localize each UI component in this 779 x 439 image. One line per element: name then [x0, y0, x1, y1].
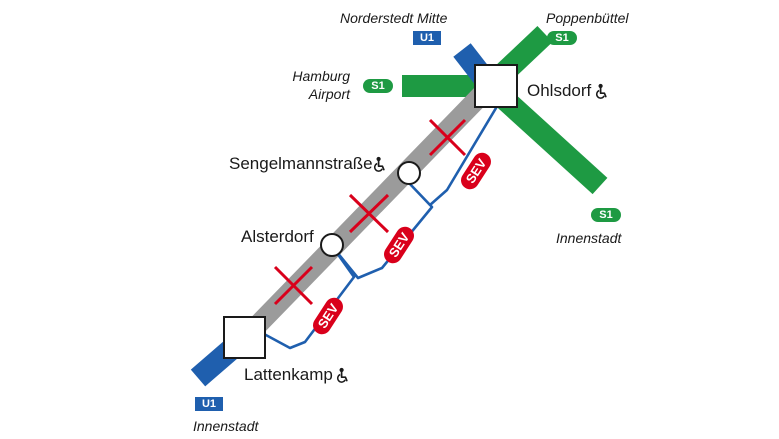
sev-bus-route: [252, 97, 504, 350]
s1-badge-innenstadt: S1: [591, 208, 621, 222]
wheelchair-icon: [336, 367, 348, 383]
s1-badge-airport: S1: [363, 79, 393, 93]
sev-badge-alsterdorf-lattenkamp: SEV: [313, 297, 343, 335]
station-label-sengelmannstrasse: Sengelmannstraße: [229, 154, 373, 173]
svg-text:S1: S1: [371, 80, 384, 92]
station-label-alsterdorf: Alsterdorf: [241, 227, 314, 246]
svg-text:S1: S1: [599, 209, 612, 221]
closure-mark-sengelmannstrasse-alsterdorf: [348, 193, 390, 234]
svg-text:U1: U1: [202, 398, 216, 410]
s1-badge-poppenbuettel: S1: [547, 31, 577, 45]
station-label-lattenkamp: Lattenkamp: [244, 365, 333, 384]
station-label-ohlsdorf: Ohlsdorf: [527, 81, 592, 100]
destination-poppenbuettel: Poppenbüttel: [546, 10, 629, 26]
svg-text:S1: S1: [555, 32, 568, 44]
u1-badge-innenstadt: U1: [195, 397, 223, 411]
sev-badge-ohlsdorf-sengelmannstrasse: SEV: [461, 152, 491, 190]
wheelchair-icon: [595, 83, 607, 99]
station-marker-alsterdorf[interactable]: [320, 233, 344, 257]
destination-innenstadt-s1: Innenstadt: [556, 230, 622, 246]
closure-mark-alsterdorf-lattenkamp: [273, 265, 314, 306]
destination-norderstedt-mitte: Norderstedt Mitte: [340, 10, 448, 26]
station-marker-ohlsdorf[interactable]: [474, 64, 518, 108]
wheelchair-icon: [373, 156, 385, 172]
destination-innenstadt-u1: Innenstadt: [193, 418, 259, 434]
closure-mark-ohlsdorf-sengelmannstrasse: [428, 118, 467, 157]
destination-hamburg-airport-line2: Airport: [308, 86, 351, 102]
station-marker-lattenkamp[interactable]: [223, 316, 266, 359]
station-marker-sengelmannstrasse[interactable]: [397, 161, 421, 185]
destination-hamburg-airport-line1: Hamburg: [292, 68, 350, 84]
svg-text:U1: U1: [420, 32, 434, 44]
u1-badge-norderstedt: U1: [413, 31, 441, 45]
